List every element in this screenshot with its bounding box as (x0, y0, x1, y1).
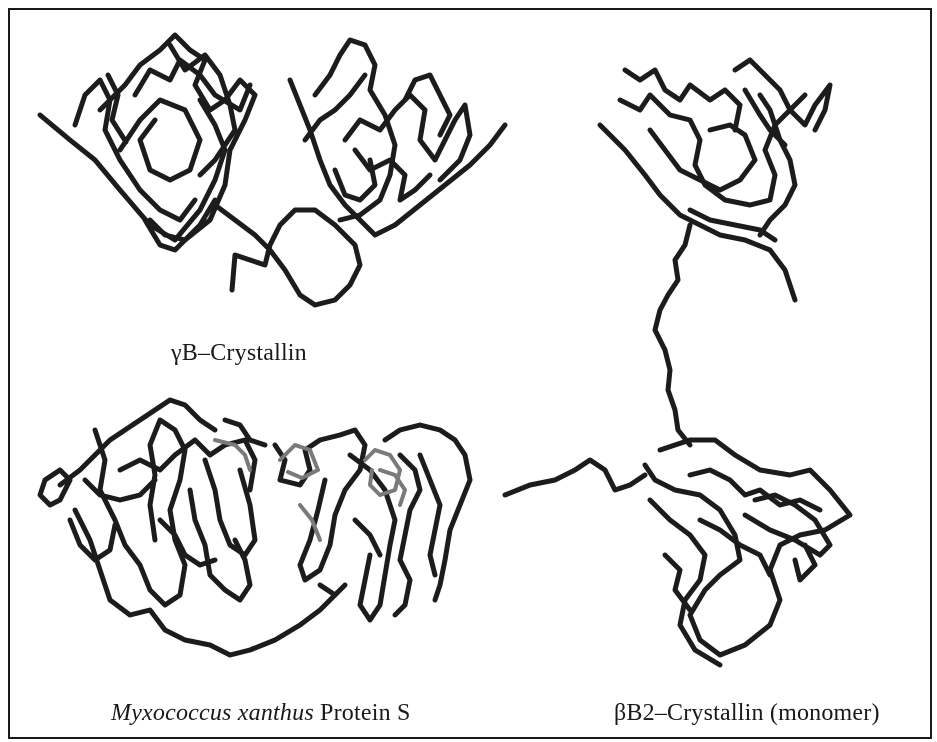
beta-b2-crystallin-bottom-domain (505, 440, 850, 665)
caption-beta-b2-crystallin: βB2–Crystallin (monomer) (614, 700, 880, 727)
beta-b2-crystallin-linker (655, 225, 690, 445)
caption-gamma-b-crystallin: γB–Crystallin (171, 340, 307, 367)
gamma-b-crystallin-right-domain (290, 40, 505, 235)
caption-protein-s-name: Protein S (314, 700, 411, 726)
caption-protein-s: Myxococcus xanthus Protein S (111, 700, 411, 727)
beta-b2-crystallin-top-domain (600, 60, 830, 300)
gamma-b-crystallin-left-domain (40, 35, 255, 250)
caption-protein-s-organism: Myxococcus xanthus (111, 700, 314, 726)
protein-s-left-domain (40, 400, 335, 655)
